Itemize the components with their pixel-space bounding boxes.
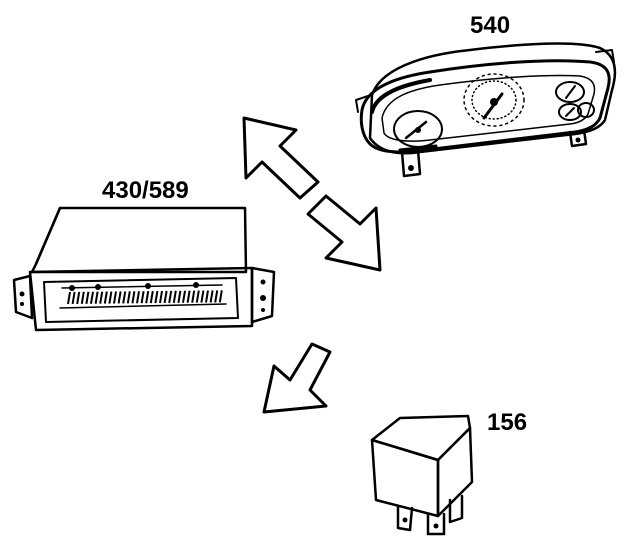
connector-pin — [177, 290, 182, 303]
connector-pin — [131, 291, 136, 304]
connector-pin — [168, 290, 173, 304]
connector-pin — [182, 290, 186, 303]
connector-pin — [99, 291, 104, 304]
connector-pin — [200, 290, 205, 303]
connector-pin — [85, 291, 90, 304]
connector-pin — [108, 291, 113, 304]
connector-pin — [163, 290, 168, 304]
connector-pin — [80, 291, 85, 305]
connector-pin — [71, 291, 76, 305]
connector-pin — [113, 291, 117, 304]
connector-pin — [191, 290, 196, 303]
relay-label: 156 — [487, 409, 527, 436]
connector-pin — [186, 290, 191, 303]
control-module — [12, 206, 276, 332]
arrow-from-control-module — [306, 194, 382, 272]
connector-pin — [149, 290, 154, 304]
connector-pin — [140, 291, 145, 304]
connector-pin — [126, 291, 131, 304]
control-module-label: 430/589 — [102, 177, 189, 204]
connector-pin — [76, 291, 81, 305]
arrow-to-instrument-cluster — [242, 116, 320, 200]
connector-pin — [159, 290, 163, 304]
connector-pin — [90, 291, 94, 304]
instrument-cluster-label: 540 — [470, 12, 510, 39]
connector-pin — [122, 291, 127, 304]
connector-pin — [145, 290, 150, 304]
relay — [370, 414, 474, 536]
connector-pin — [214, 290, 219, 303]
connector-pin — [154, 290, 159, 304]
connector-pin — [218, 290, 223, 303]
connector-pin — [209, 290, 214, 303]
connector-pin — [94, 291, 99, 304]
connector-pin — [67, 291, 71, 305]
connector-pin — [103, 291, 108, 304]
connector-pin — [172, 290, 177, 304]
connector-pin — [136, 291, 140, 304]
instrument-cluster — [355, 42, 617, 178]
connector-pin — [117, 291, 122, 304]
connector-pin — [205, 290, 209, 303]
connector-pin — [195, 290, 200, 303]
arrow-to-relay — [262, 342, 332, 414]
